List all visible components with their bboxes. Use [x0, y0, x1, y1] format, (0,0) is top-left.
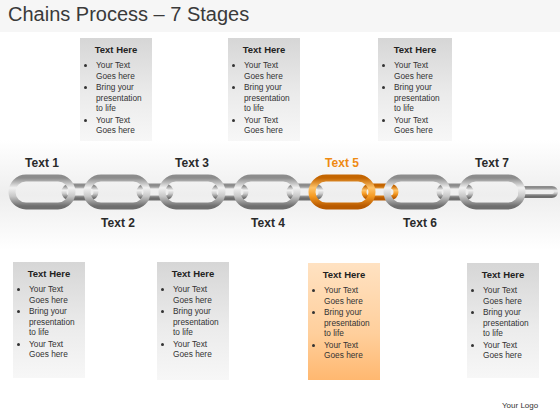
stage-label: Text 5	[325, 156, 359, 170]
bullet-text: Your Text Goes here	[483, 285, 535, 306]
logo-placeholder: Your Logo	[502, 401, 538, 410]
bullet-list: Your Text Goes hereBring your presentati…	[17, 284, 81, 360]
bullet-text: Your Text Goes here	[244, 60, 296, 81]
bullet-list: Your Text Goes hereBring your presentati…	[161, 284, 225, 360]
chain	[12, 178, 556, 206]
bullet-text: Bring your presentation to life	[324, 307, 376, 339]
box-heading: Text Here	[382, 44, 448, 55]
bullet-text: Your Text Goes here	[29, 284, 81, 305]
bullet-text: Your Text Goes here	[244, 115, 296, 136]
bullet-text: Your Text Goes here	[394, 115, 448, 136]
text-box: Text HereYour Text Goes hereBring your p…	[378, 38, 452, 141]
stage-label: Text 6	[403, 216, 437, 230]
text-box: Text HereYour Text Goes hereBring your p…	[80, 38, 152, 141]
bullet-list: Your Text Goes hereBring your presentati…	[232, 60, 296, 136]
bullet-list: Your Text Goes hereBring your presentati…	[312, 285, 376, 361]
chain-link	[12, 178, 72, 206]
chain-link	[387, 178, 447, 206]
bullet-text: Your Text Goes here	[324, 340, 376, 361]
box-heading: Text Here	[161, 268, 225, 279]
bullet-list: Your Text Goes hereBring your presentati…	[471, 285, 535, 361]
bullet-text: Your Text Goes here	[173, 284, 225, 305]
text-box: Text HereYour Text Goes hereBring your p…	[157, 262, 229, 380]
header-band	[0, 0, 560, 32]
box-heading: Text Here	[17, 268, 81, 279]
bullet-text: Bring your presentation to life	[96, 82, 148, 114]
text-box: Text HereYour Text Goes hereBring your p…	[13, 262, 85, 378]
bullet-list: Your Text Goes hereBring your presentati…	[382, 60, 448, 136]
bullet-text: Your Text Goes here	[96, 115, 148, 136]
stage-label: Text 2	[101, 216, 135, 230]
bullet-text: Your Text Goes here	[173, 339, 225, 360]
stage-label: Text 7	[475, 156, 509, 170]
chain-link	[312, 178, 372, 206]
text-box: Text HereYour Text Goes hereBring your p…	[228, 38, 300, 141]
bullet-list: Your Text Goes hereBring your presentati…	[84, 60, 148, 136]
text-box: Text HereYour Text Goes hereBring your p…	[308, 263, 380, 380]
bullet-text: Your Text Goes here	[324, 285, 376, 306]
text-box: Text HereYour Text Goes hereBring your p…	[467, 263, 539, 378]
bullet-text: Your Text Goes here	[96, 60, 148, 81]
box-heading: Text Here	[232, 44, 296, 55]
box-heading: Text Here	[471, 269, 535, 280]
box-heading: Text Here	[84, 44, 148, 55]
bullet-text: Bring your presentation to life	[483, 307, 535, 339]
bullet-text: Bring your presentation to life	[29, 306, 81, 338]
chain-link	[162, 178, 222, 206]
bullet-text: Your Text Goes here	[29, 339, 81, 360]
chain-link	[462, 178, 522, 206]
background-band	[0, 140, 560, 250]
bullet-text: Bring your presentation to life	[394, 82, 448, 114]
diagram-title: Chains Process – 7 Stages	[8, 3, 249, 26]
stage-label: Text 1	[25, 156, 59, 170]
stage-label: Text 3	[175, 156, 209, 170]
box-heading: Text Here	[312, 269, 376, 280]
stage-label: Text 4	[251, 216, 285, 230]
bullet-text: Your Text Goes here	[483, 340, 535, 361]
bullet-text: Your Text Goes here	[394, 60, 448, 81]
bullet-text: Bring your presentation to life	[244, 82, 296, 114]
bullet-text: Bring your presentation to life	[173, 306, 225, 338]
chain-link	[87, 178, 147, 206]
chain-link	[237, 178, 297, 206]
